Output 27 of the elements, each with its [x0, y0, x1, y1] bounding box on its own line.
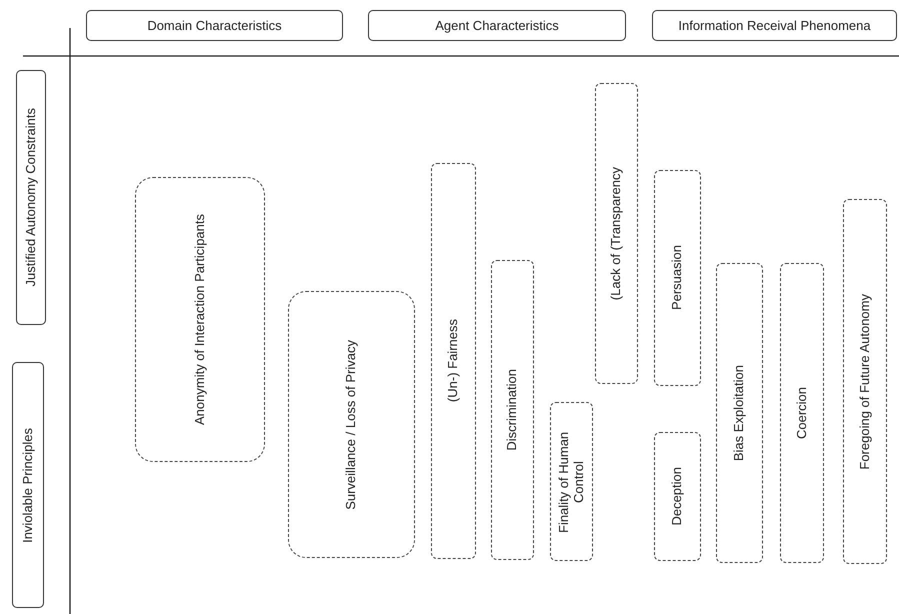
concept-label: Deception — [670, 467, 685, 526]
concept-label: Coercion — [794, 386, 810, 440]
concept-label: (Un-) Fairness — [446, 319, 461, 403]
concept-label: Surveillance / Loss of Privacy — [344, 340, 359, 510]
concept-label: Foregoing of Future Autonomy — [858, 294, 872, 470]
dashed-concept-box — [595, 83, 638, 384]
concept-label: Discrimination — [505, 369, 520, 451]
dashed-concept-box — [550, 402, 593, 561]
dashed-concept-box — [716, 263, 763, 563]
concept-label: (Lack of (Transparency — [609, 166, 624, 300]
dashed-concept-box — [654, 432, 701, 561]
dashed-concept-box — [288, 291, 415, 558]
concept-label: Anonymity of Interaction Participants — [192, 214, 208, 425]
row-header-box: Justified Autonomy Constraints — [16, 70, 46, 325]
category-header-box: Information Receival Phenomena — [652, 10, 897, 41]
concept-label: Finality of Human Control — [556, 430, 586, 534]
concept-label: Persuasion — [670, 245, 685, 311]
category-header-box: Domain Characteristics — [86, 10, 343, 41]
dashed-concept-box — [491, 260, 534, 560]
category-header-box: Agent Characteristics — [368, 10, 626, 41]
dashed-concept-box — [843, 199, 887, 564]
concept-label: Bias Exploitation — [732, 364, 747, 462]
dashed-concept-box — [780, 263, 824, 563]
dashed-concept-box — [135, 177, 265, 462]
dashed-concept-box — [654, 170, 701, 386]
dashed-concept-box — [431, 163, 476, 559]
row-header-box: Inviolable Principles — [12, 362, 44, 608]
